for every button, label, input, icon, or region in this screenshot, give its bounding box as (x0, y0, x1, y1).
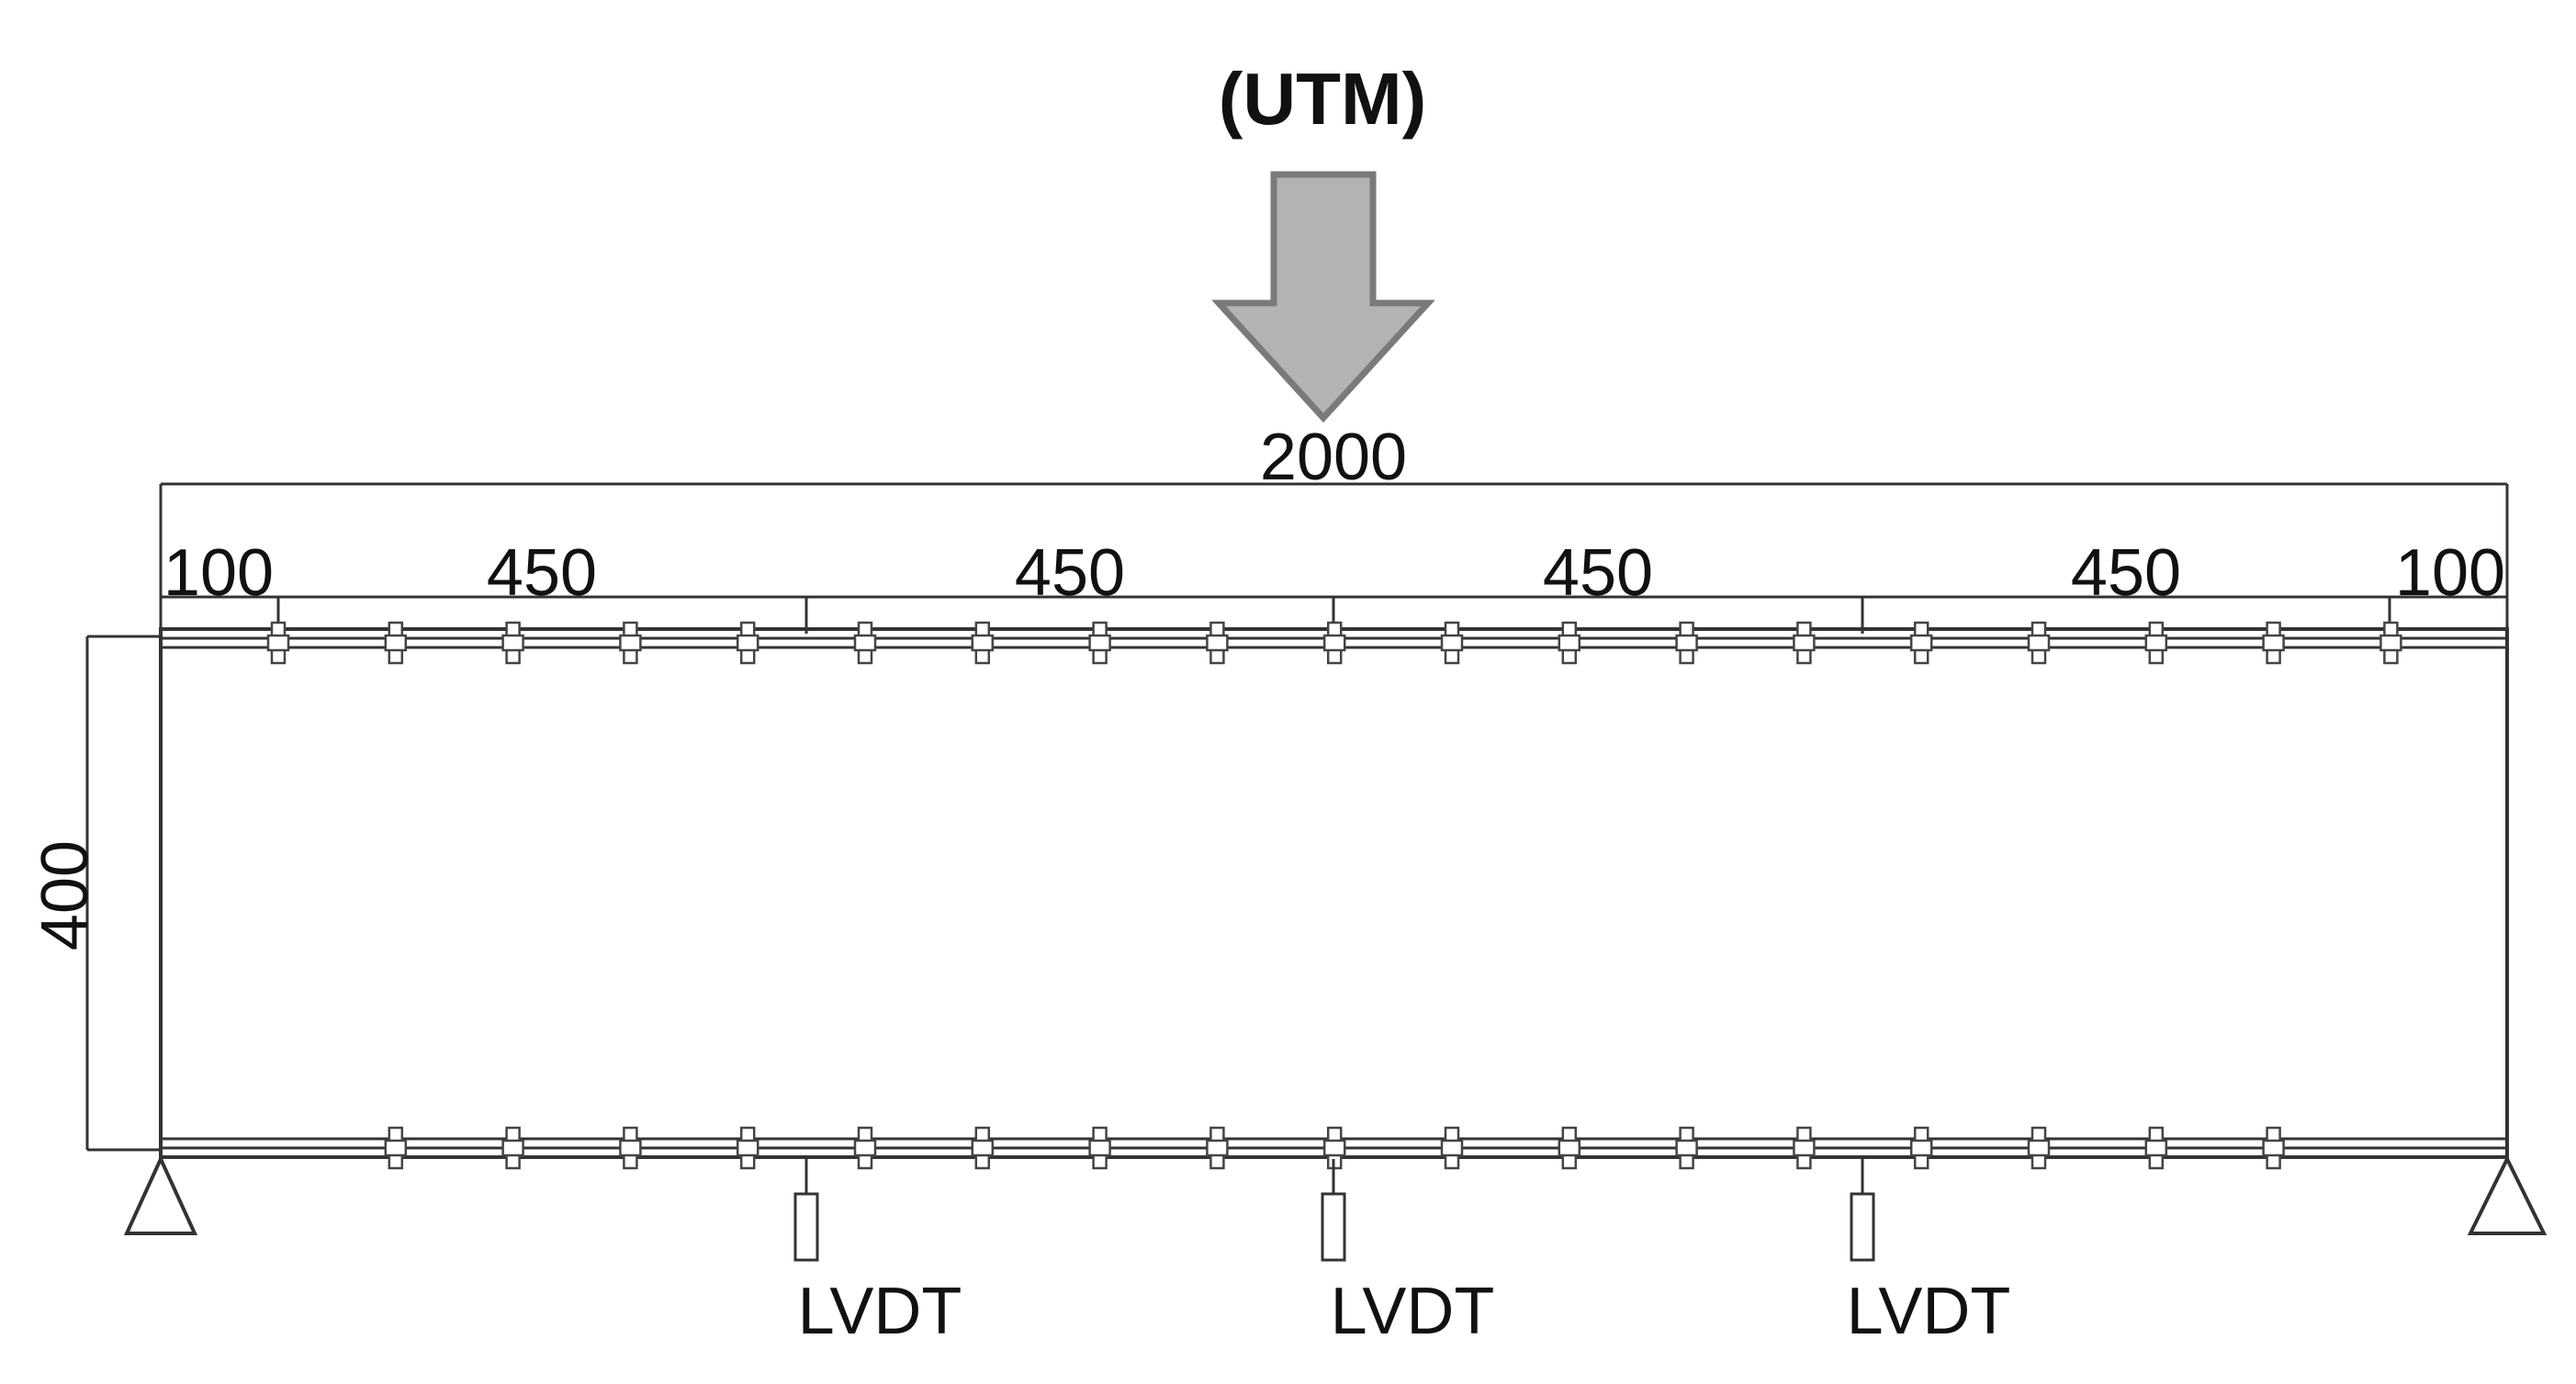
top-bolt (1558, 621, 1581, 665)
segment-label-4: 450 (1543, 536, 1653, 610)
lvdt-label-2: LVDT (1331, 1275, 1495, 1348)
top-bolt (1793, 621, 1816, 665)
segment-label-6: 100 (2395, 536, 2505, 610)
bottom-bolt (736, 1126, 759, 1170)
top-bolt (1440, 621, 1464, 665)
segment-label-2: 450 (487, 536, 597, 610)
bottom-bolt (1793, 1126, 1816, 1170)
bottom-bolt (1440, 1126, 1464, 1170)
bottom-bolt (1675, 1126, 1698, 1170)
top-bolt (1675, 621, 1698, 665)
top-bolt (619, 621, 642, 665)
top-bolt (2262, 621, 2285, 665)
top-bolt (1088, 621, 1111, 665)
bottom-bolt (1558, 1126, 1581, 1170)
bottom-bolt (2144, 1126, 2168, 1170)
bottom-bolt (501, 1126, 524, 1170)
bottom-bolt (2262, 1126, 2285, 1170)
lvdt-sensor-2 (1321, 1159, 1346, 1262)
left-support-icon (123, 1154, 198, 1235)
top-bolt (384, 621, 408, 665)
top-bolt (736, 621, 759, 665)
top-bolt (1322, 621, 1346, 665)
segment-dimension (161, 595, 2507, 634)
bottom-bolt (1206, 1126, 1229, 1170)
bottom-bolt (2027, 1126, 2051, 1170)
bottom-bolt (1088, 1126, 1111, 1170)
lvdt-label-1: LVDT (798, 1275, 962, 1348)
top-bolt (971, 621, 995, 665)
bottom-bolt (384, 1126, 408, 1170)
top-bolt (1909, 621, 1933, 665)
bottom-bolt (971, 1126, 995, 1170)
overall-dimension (159, 482, 2509, 634)
bottom-bolt (619, 1126, 642, 1170)
segment-label-3: 450 (1015, 536, 1125, 610)
top-bolt (2144, 621, 2168, 665)
lvdt-sensor-1 (793, 1159, 819, 1262)
load-arrow-icon (1211, 171, 1435, 423)
top-bolt-row (266, 621, 2402, 665)
height-label: 400 (28, 840, 102, 951)
beam (159, 627, 2509, 1159)
bottom-bolt (1909, 1126, 1933, 1170)
total-length-label: 2000 (1260, 421, 1407, 494)
segment-label-1: 100 (163, 536, 274, 610)
height-dimension (85, 635, 161, 1152)
right-support-icon (2467, 1154, 2548, 1235)
bottom-bolt-row (384, 1126, 2285, 1170)
top-bolt (853, 621, 877, 665)
lvdt-label-3: LVDT (1847, 1275, 2011, 1348)
bottom-bolt (1322, 1126, 1346, 1170)
top-bolt (2027, 621, 2051, 665)
top-bolt (266, 621, 290, 665)
bottom-bolt (853, 1126, 877, 1170)
segment-label-5: 450 (2071, 536, 2181, 610)
top-bolt (1206, 621, 1229, 665)
top-bolt (501, 621, 524, 665)
lvdt-sensor-3 (1850, 1159, 1875, 1262)
utm-label: (UTM) (1219, 58, 1427, 140)
top-bolt (2379, 621, 2402, 665)
